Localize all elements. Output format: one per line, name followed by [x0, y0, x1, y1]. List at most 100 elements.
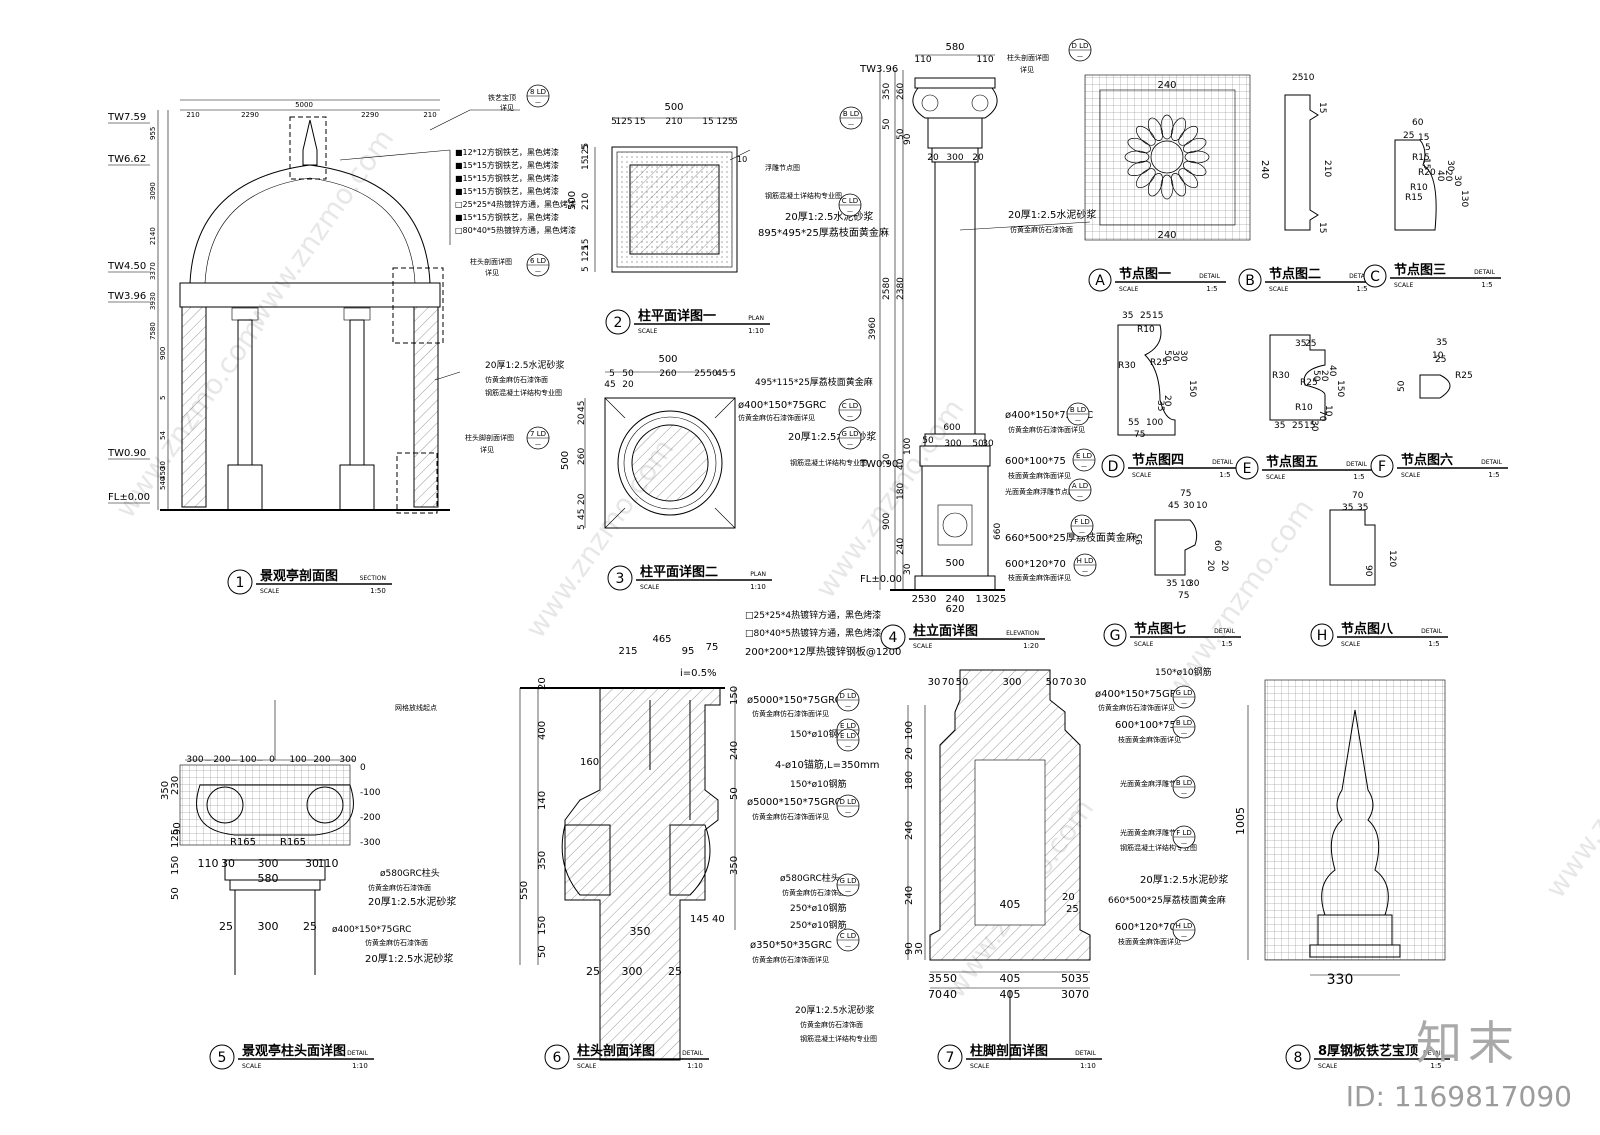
sD-dim-13: 35: [1155, 400, 1165, 411]
elev-leader: [959, 221, 1091, 231]
s6-dim-right-1: 240: [729, 741, 740, 760]
s7-dim-bottom2-3: 30: [1061, 988, 1075, 1001]
section-6-capital-section: [519, 687, 736, 1061]
title-scale-label-1: SCALE: [260, 588, 279, 595]
title-scale-label-A: SCALE: [1119, 286, 1138, 293]
rosette-center: [1150, 140, 1184, 174]
title-scale-H: 1:5: [1428, 640, 1439, 648]
sE-dim-11: 15: [1304, 421, 1315, 431]
title-scale-D: 1:5: [1219, 471, 1230, 479]
s5-y-scale-2: -200: [360, 813, 381, 823]
s6-dim-left-7: 50: [537, 945, 548, 958]
s5-r-1: R165: [280, 837, 306, 848]
s7-note-4: 枝面黄金麻饰面详见: [1118, 735, 1181, 744]
s1-dim-left-3: 3370: [149, 262, 157, 280]
s5-dim-mid-4: 110: [318, 857, 339, 870]
sF-dim-0: 35: [1436, 338, 1447, 348]
s6-note-10: 250*ø10钢筋: [790, 919, 847, 931]
s7-dim-right-1: 25: [1066, 904, 1079, 915]
sE-dim-14: 30: [1309, 420, 1319, 432]
s5-x-scale-1: 200: [213, 755, 230, 765]
s5-note-5: 20厚1:2.5水泥砂浆: [365, 952, 453, 965]
plan2-corner: [604, 397, 626, 419]
callout-sheet-20: —: [1181, 790, 1187, 797]
sC-dim-5: R15: [1412, 153, 1430, 163]
s4-mid-dim-1: 300: [946, 153, 963, 163]
sC-dim-0: 60: [1412, 118, 1424, 128]
s5-x-dash-0: —: [205, 757, 211, 764]
s4-note-9: 枝面黄金麻饰面详见: [1008, 573, 1071, 582]
callout-sheet-5: —: [1077, 53, 1083, 60]
title-scale-label-5: SCALE: [242, 1063, 261, 1070]
title-type-A: DETAIL: [1199, 273, 1220, 280]
s2-dim-top: 500: [664, 102, 683, 113]
title-scale-2: 1:10: [748, 327, 764, 335]
title-circle-4: [880, 624, 906, 650]
s4-mid-dim-2: 20: [972, 153, 984, 163]
s4-dim-low-0: 600: [943, 423, 960, 433]
callout-sheet-19: —: [1181, 730, 1187, 737]
plan1-leader: [729, 149, 751, 161]
title-scale-label-B: SCALE: [1269, 286, 1288, 293]
section-3-plan: [584, 371, 736, 529]
s4-bottom-dim-5: 620: [945, 604, 964, 615]
sE-dim-7: 40: [1327, 365, 1337, 377]
pedestal-left: [227, 464, 263, 511]
s1-note-4: □25*25*4热镀锌方通，黑色烤漆: [455, 199, 576, 209]
title-type-D: DETAIL: [1212, 459, 1233, 466]
sF-dim-3: R25: [1455, 371, 1473, 381]
s7-dim-bottom2-0: 70: [928, 988, 942, 1001]
sE-dim-2: R30: [1272, 371, 1290, 381]
s7-dim-top-5: 70: [1060, 677, 1073, 688]
title-circle-3: [607, 565, 633, 591]
s6-dim-bottom-0: 350: [630, 925, 651, 938]
callout-ref-2: 7 LD: [530, 430, 546, 438]
callout-ref-1: 6 LD: [530, 257, 546, 265]
title-scale-6: 1:10: [687, 1062, 703, 1070]
s5-dim-mid-7: 300: [258, 920, 279, 933]
nodeC-profile: [1394, 139, 1437, 231]
s5-note-0: ø580GRC柱头: [380, 867, 440, 879]
callout-sheet-2: —: [535, 441, 541, 448]
s5-y-scale-1: -100: [360, 788, 381, 798]
title-scale-label-F: SCALE: [1401, 472, 1420, 479]
sD-dim-1: 25: [1140, 311, 1151, 321]
title-scale-1: 1:50: [370, 587, 386, 595]
level-s4-2: FL±0.00: [860, 574, 902, 585]
s8-dim-0: 1005: [1234, 807, 1247, 835]
s1-note-5: ■15*15方钢铁艺，黑色烤漆: [455, 212, 559, 222]
title-text-B: 节点图二: [1269, 266, 1321, 282]
plan2-corner2: [714, 397, 736, 419]
plan2-corner4: [714, 507, 736, 529]
s6-note-1: 仿黄金麻仿石漆饰面详见: [752, 709, 829, 718]
title-scale-label-D: SCALE: [1132, 472, 1151, 479]
s1-ref-6-see: 详见: [485, 268, 499, 277]
s3-dim-top2-0: 5: [609, 369, 615, 379]
section-2-plan: [594, 117, 751, 273]
s5-note-1: 仿黄金麻仿石漆饰面: [368, 883, 431, 892]
sC-dim-2: 15: [1418, 133, 1429, 143]
s7-note-7: 钢筋混凝土详结构专业图: [1120, 843, 1197, 852]
callout-ref-4: C LD: [842, 197, 858, 205]
title-type-E: DETAIL: [1346, 461, 1367, 468]
s7-note-10: 600*120*70: [1115, 922, 1176, 933]
title-scale-5: 1:10: [352, 1062, 368, 1070]
title-circle-H: [1310, 623, 1334, 647]
s1-note-1: ■15*15方钢铁艺，黑色烤漆: [455, 160, 559, 170]
callout-sheet-17: —: [845, 943, 851, 950]
nodeA-rosette: [1124, 114, 1210, 200]
title-scale-label-3: SCALE: [640, 584, 659, 591]
sG-dim-8: 35: [1166, 579, 1177, 589]
s4-dim-left-3: 50: [896, 128, 906, 140]
watermark-text-5: www.znzmo.com: [1539, 693, 1600, 904]
sC-dim-3: 5: [1425, 143, 1431, 153]
sG-dim-1: 45: [1168, 501, 1179, 511]
sC-dim-9: 40: [1435, 170, 1445, 182]
s2-dim-left-4: 15: [581, 239, 591, 250]
image-id: ID: 1169817090: [1345, 1080, 1572, 1113]
sD-dim-12: 75: [1134, 430, 1145, 440]
title-num-6: 6: [553, 1050, 562, 1066]
s6-top-note-2: 200*200*12厚热镀锌钢板@1200: [745, 645, 901, 658]
section-5-capital: [179, 700, 355, 975]
callout-ref-17: C LD: [840, 932, 856, 940]
